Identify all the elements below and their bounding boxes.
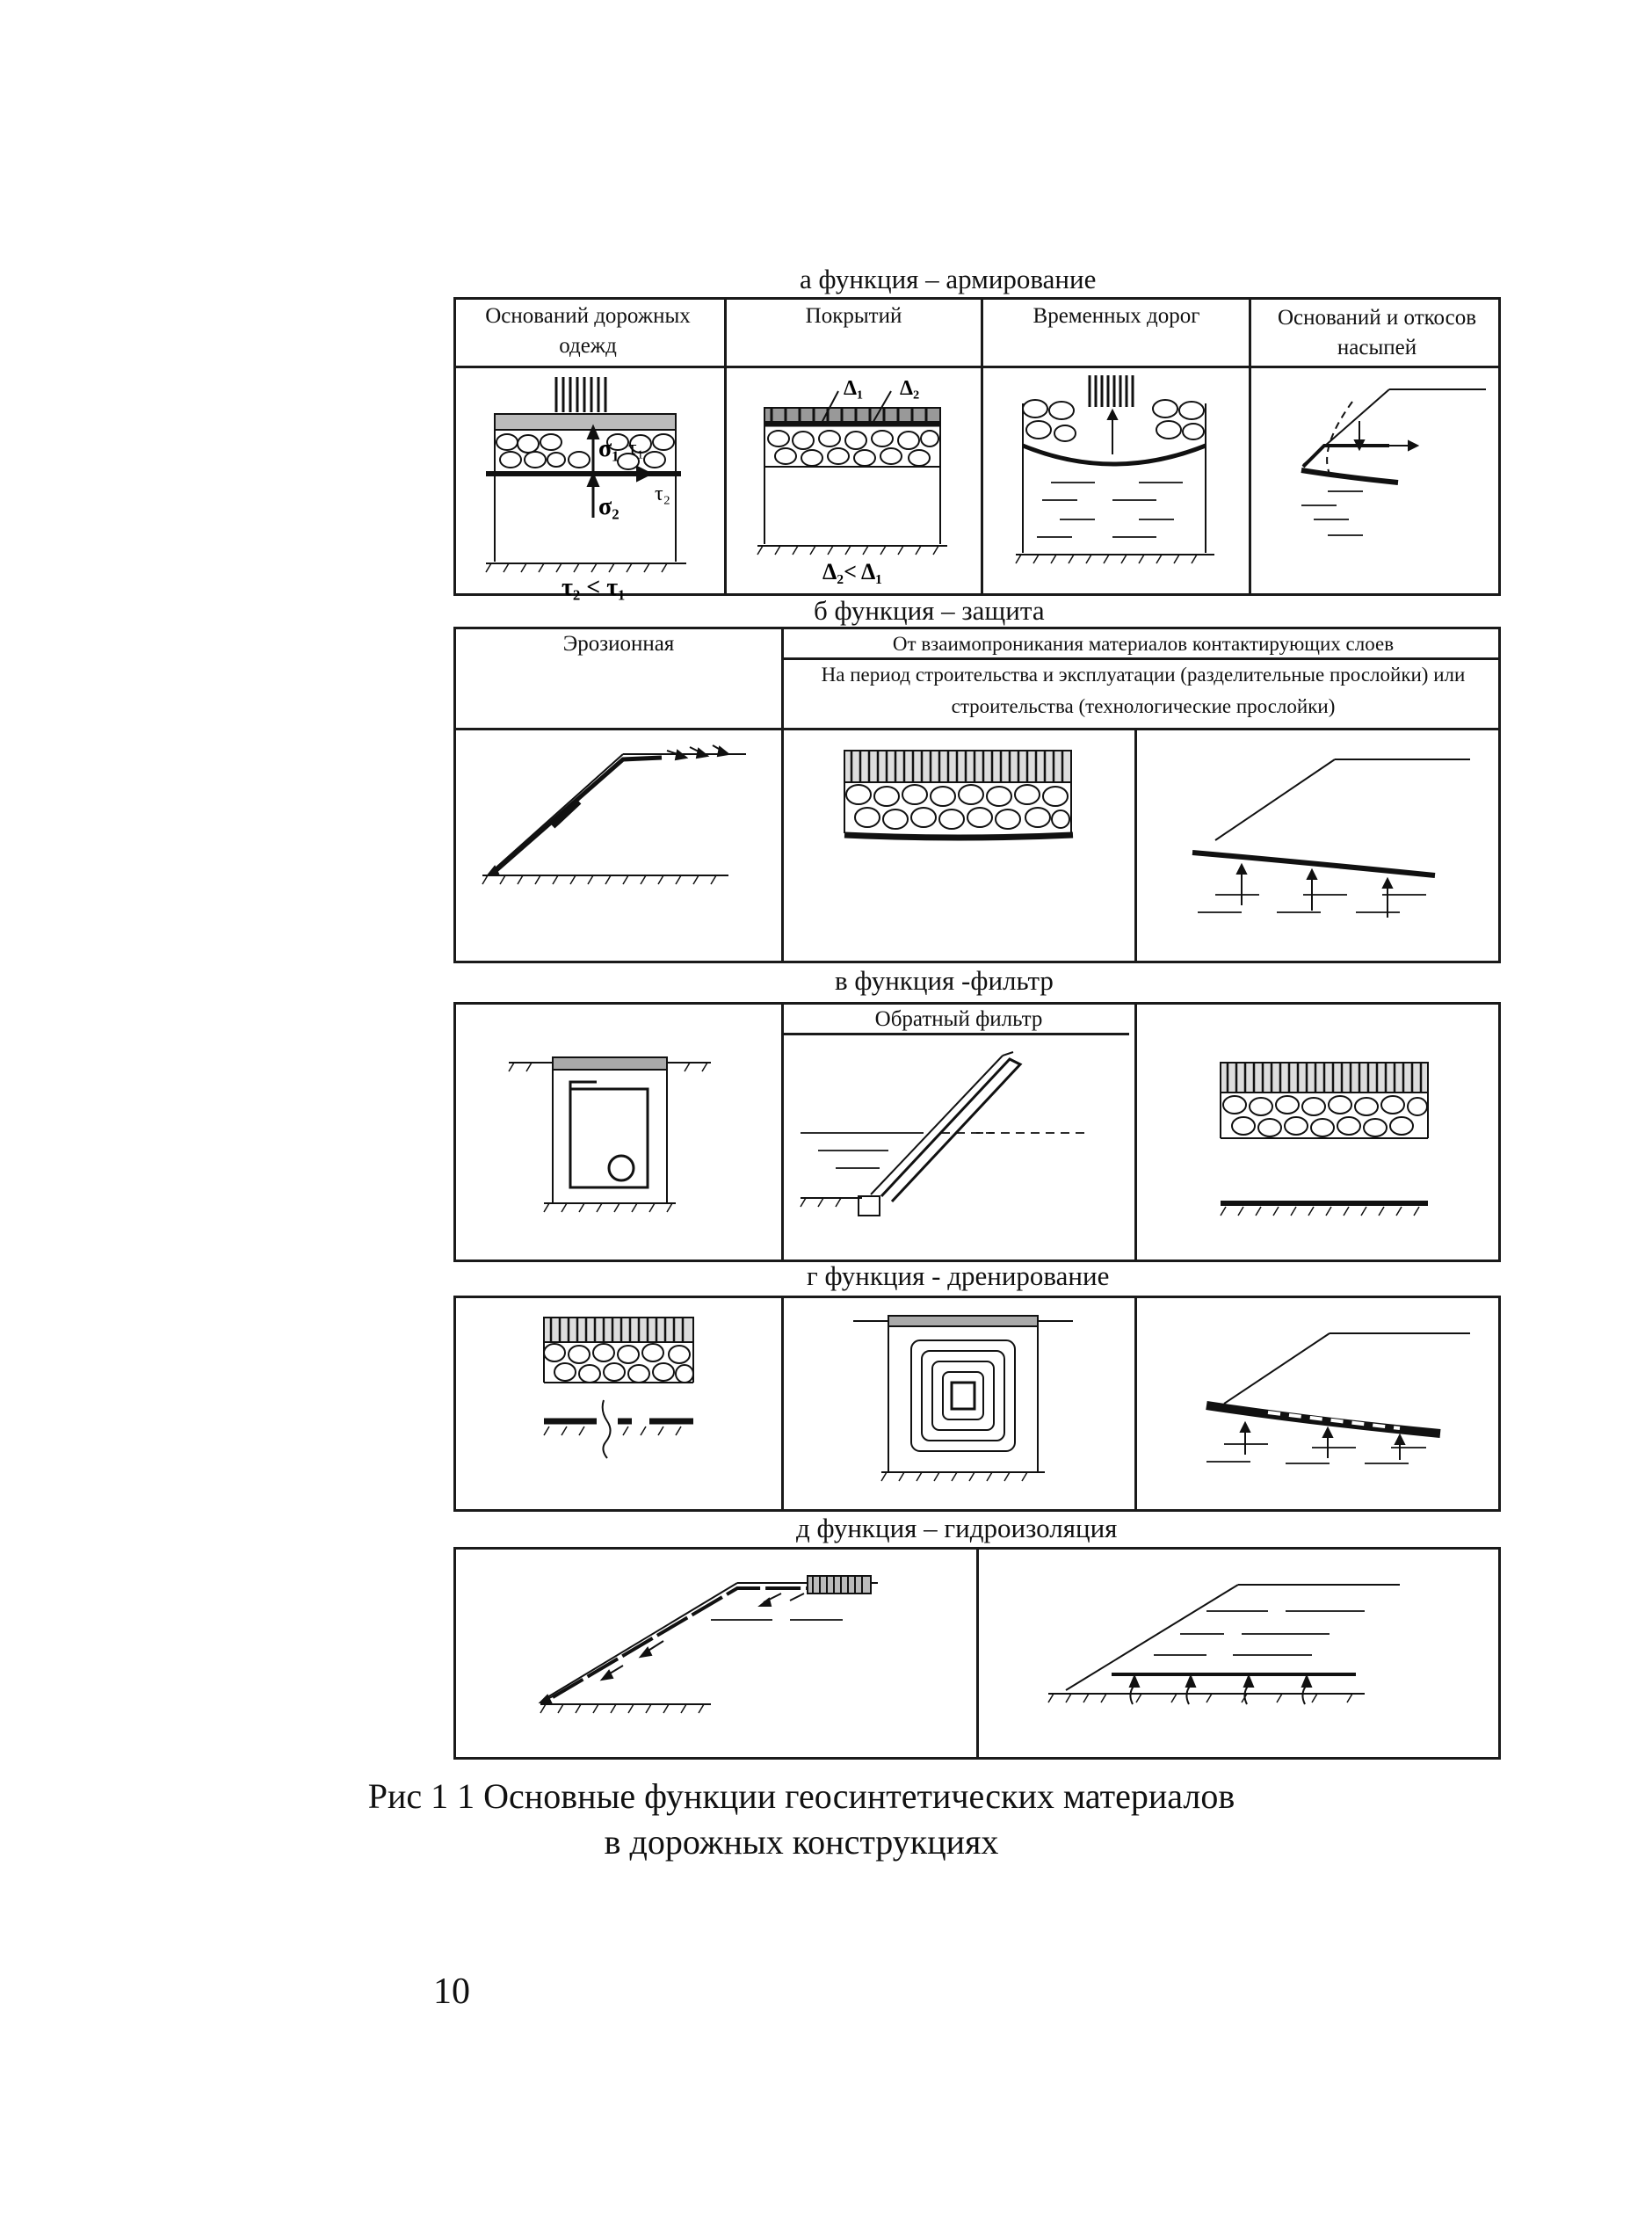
diagram-waterproof-slope <box>456 1550 975 1760</box>
diagram-drain-trench <box>456 1005 781 1260</box>
header-bases: Оснований дорожных одежд <box>474 301 702 361</box>
section-d-title: д функция – гидроизоляция <box>796 1513 1117 1544</box>
diagram-waterproof-embankment <box>978 1550 1502 1760</box>
diagram-drainage-embankment <box>1136 1298 1505 1509</box>
diagram-drainage-layer <box>456 1298 781 1509</box>
diagram-reverse-filter <box>783 1035 1134 1289</box>
diagram-filter-layer <box>1136 1005 1505 1260</box>
section-b-title: б функция – защита <box>814 595 1045 627</box>
diagram-road-base: σ₁ τ₁ τ₂ σ₂ τ₂ < τ₁ <box>456 368 720 597</box>
section-g-title: г функция - дренирование <box>807 1260 1109 1292</box>
tau2-label: τ₂ <box>655 483 670 505</box>
diagram-drain-spiral <box>783 1298 1134 1509</box>
section-v-title: в функция -фильтр <box>835 965 1054 997</box>
delta-inequality-label: Δ₂< Δ₁ <box>822 559 882 584</box>
diagram-temporary-roads <box>981 368 1249 597</box>
tau1-label: τ₁ <box>628 437 644 460</box>
header-coverings: Покрытий <box>728 301 979 331</box>
header-erosion: Эрозионная <box>456 629 781 659</box>
delta1-label: Δ₁ <box>844 377 863 400</box>
section-a-title: а функция – армирование <box>800 264 1096 295</box>
header-temporary-roads: Временных дорог <box>986 301 1247 331</box>
figure-caption-line1: Рис 1 1 Основные функции геосинтетически… <box>0 1775 1627 1817</box>
header-embankment-slopes: Оснований и откосов насыпей <box>1254 303 1500 363</box>
diagram-coverings: Δ₁ Δ₂ Δ₂< Δ₁ <box>724 368 983 597</box>
diagram-erosion-slope <box>456 730 781 967</box>
section-b-table: Эрозионная От взаимопроникания материало… <box>453 627 1501 963</box>
tau-inequality-label: τ₂ < τ₁ <box>562 574 626 601</box>
header-interpenetration: От взаимопроникания материалов контактир… <box>783 629 1503 659</box>
sigma2-label: σ₂ <box>598 493 620 520</box>
header-reverse-filter: Обратный фильтр <box>783 1005 1134 1035</box>
header-separation-layers: На период строительства и эксплуатации (… <box>786 659 1500 722</box>
figure-caption-line2: в дорожных конструкциях <box>0 1821 1627 1862</box>
sigma1-label: σ₁ <box>598 435 620 462</box>
section-a-table: Оснований дорожных одежд Покрытий Времен… <box>453 297 1501 596</box>
section-v-table: Обратный фильтр <box>453 1002 1501 1262</box>
diagram-separation-layer <box>783 730 1134 967</box>
diagram-technological-layer <box>1136 730 1503 967</box>
page-number: 10 <box>433 1971 470 2013</box>
section-g-table <box>453 1296 1501 1512</box>
diagram-embankment <box>1249 368 1499 597</box>
delta2-label: Δ₂ <box>900 377 919 400</box>
section-d-table <box>453 1547 1501 1760</box>
load-arrows-icon <box>556 377 605 412</box>
